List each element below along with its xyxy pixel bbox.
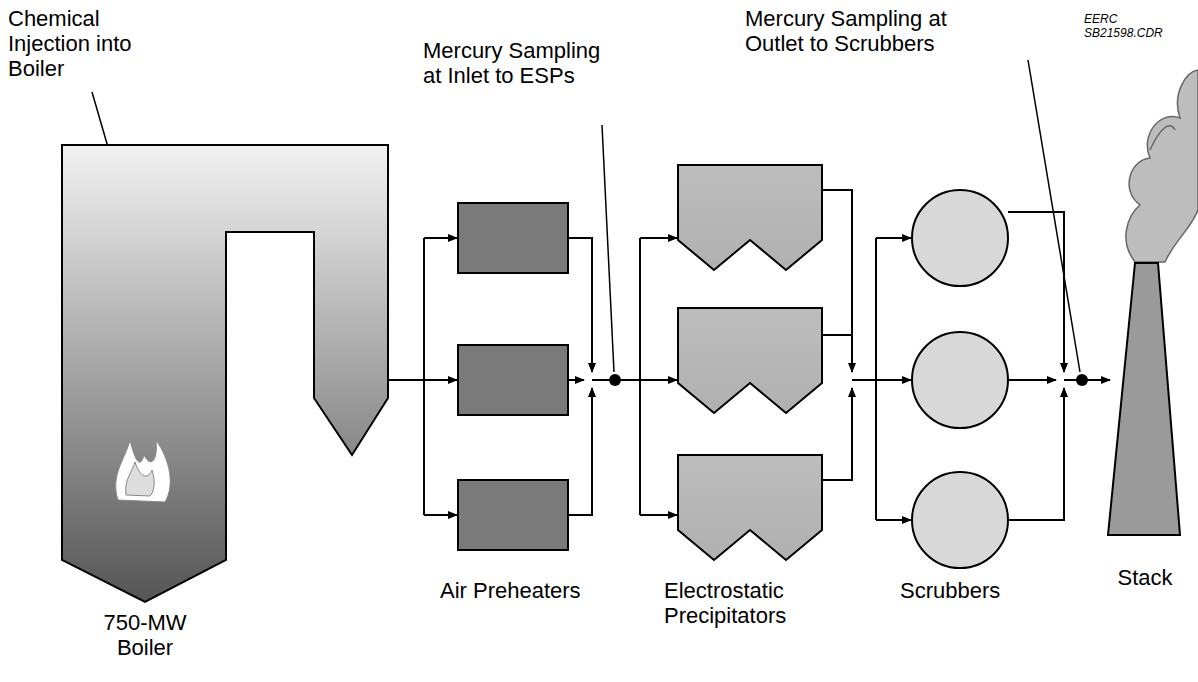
callout-label: Chemical Injection into Boiler [8,6,133,81]
component-label: Air Preheaters [440,578,610,603]
stack: Stack [1100,258,1198,603]
boiler-shape [40,140,400,675]
file-id: EERC SB21598.CDR [1084,12,1194,40]
callout-label: Mercury Sampling at Outlet to Scrubbers [745,6,973,56]
callout-label: Mercury Sampling at Inlet to ESPs [423,38,618,88]
node-label: Stack [1100,565,1190,590]
component-label: Electrostatic Precipitators [664,578,839,628]
stack-shape [1100,258,1198,603]
node-label: 750-MW Boiler [75,610,215,660]
boiler: 750-MW Boiler [40,140,400,675]
component-label: Scrubbers [900,578,1030,603]
